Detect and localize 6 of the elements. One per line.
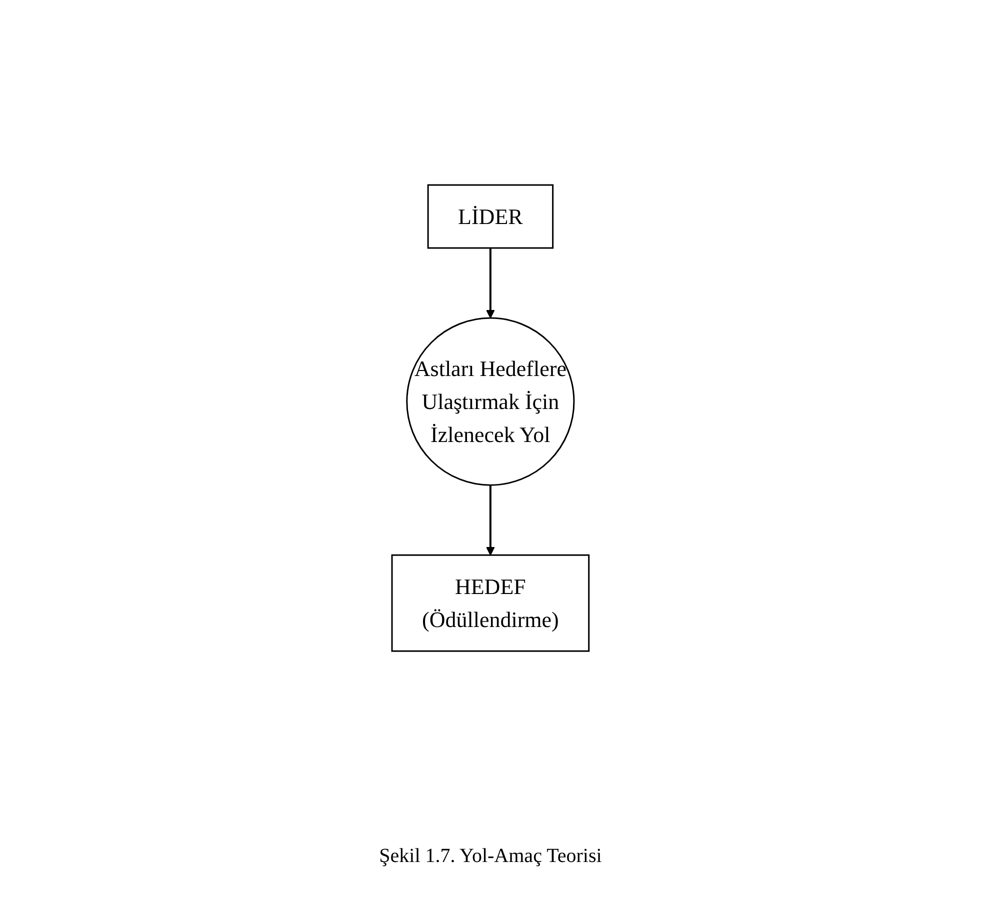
figure-caption: Şekil 1.7. Yol-Amaç Teorisi [379, 844, 602, 869]
node-box: HEDEF (Ödüllendirme) [391, 554, 590, 652]
arrow [486, 486, 495, 556]
node-circle: Astları Hedeflere Ulaştırmak İçin İzlenecek Yol [406, 318, 575, 486]
arrow [486, 248, 495, 319]
node-box: LİDER [427, 184, 554, 250]
